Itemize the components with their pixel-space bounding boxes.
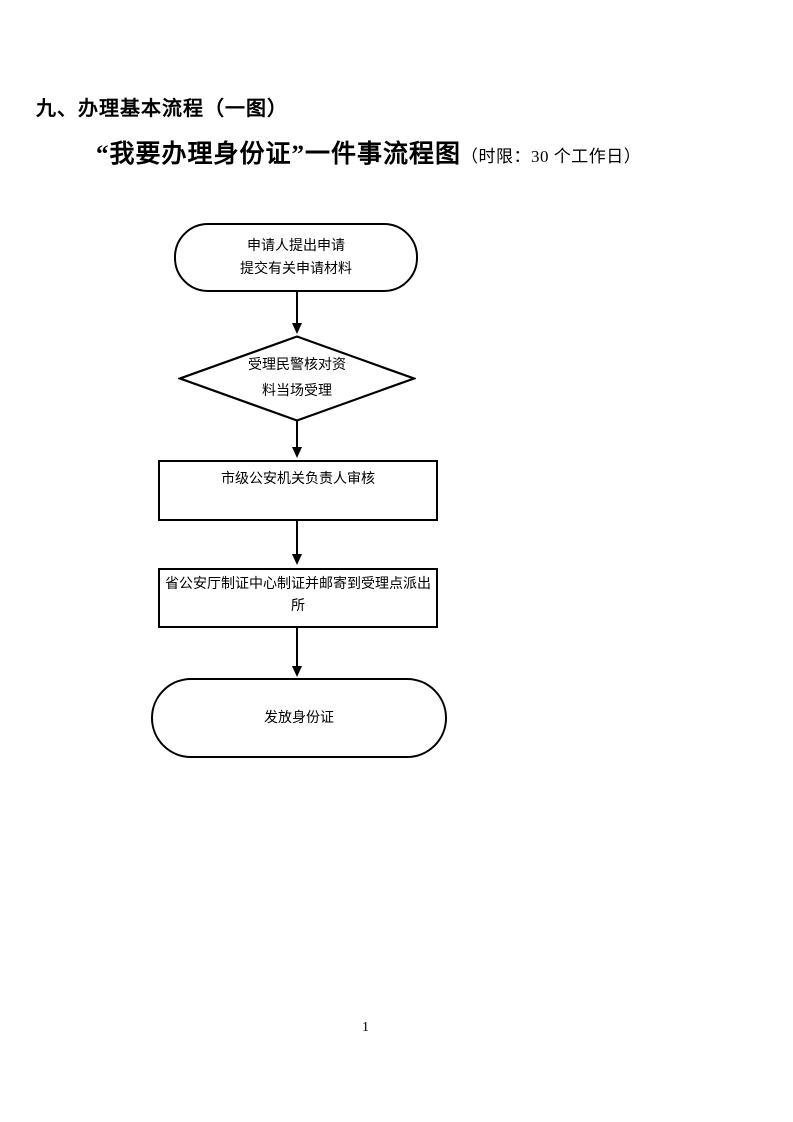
flow-node-decision: 受理民警核对资 料当场受理 [178,335,416,422]
chart-title-text: “我要办理身份证”一件事流程图 [96,141,462,168]
flow-arrow-4 [296,628,298,666]
flow-arrow-1 [296,292,298,323]
flow-node-start-line2: 提交有关申请材料 [240,261,352,277]
chart-title: “我要办理身份证”一件事流程图（时限：30 个工作日） [96,134,641,170]
flow-node-city-review: 市级公安机关负责人审核 [158,460,438,521]
page-number: 1 [362,1020,369,1035]
chart-title-note: （时限：30 个工作日） [461,147,642,166]
flow-arrow-2 [296,421,298,447]
flow-node-start-terminator: 申请人提出申请 提交有关申请材料 [174,223,418,292]
flow-node-start-line1: 申请人提出申请 [247,238,345,254]
flow-node-decision-line1: 受理民警核对资 [248,357,346,373]
flow-node-province-produce: 省公安厅制证中心制证并邮寄到受理点派出所 [158,568,438,628]
flow-node-end-terminator: 发放身份证 [151,678,447,758]
flow-arrow-3 [296,521,298,554]
flow-node-decision-line2: 料当场受理 [262,383,332,399]
flow-node-decision-text: 受理民警核对资 料当场受理 [178,335,416,422]
section-title: 九、办理基本流程（一图） [36,98,288,120]
